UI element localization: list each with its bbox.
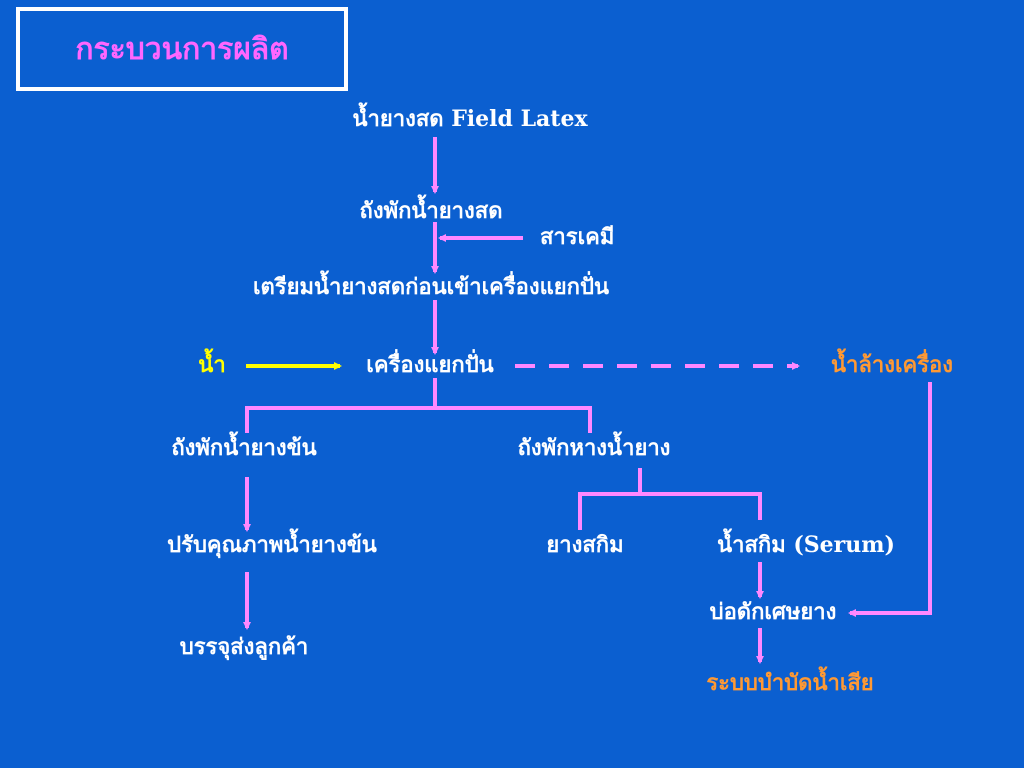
node-chemicals: สารเคมี <box>540 224 615 250</box>
node-quality-adjust: ปรับคุณภาพน้ำยางข้น <box>167 532 377 558</box>
page-title: กระบวนการผลิต <box>75 31 289 67</box>
node-centrifuge: เครื่องแยกปั่น <box>366 352 494 378</box>
branch-centrifuge <box>245 378 437 433</box>
branch-centrifuge-right <box>435 406 592 433</box>
node-skim-rubber: ยางสกิม <box>546 532 624 558</box>
node-skim-serum: น้ำสกิม (Serum) <box>717 532 895 558</box>
node-prepare-latex: เตรียมน้ำยางสดก่อนเข้าเครื่องแยกปั่น <box>253 274 609 300</box>
arrow-wash-to-trap <box>848 382 932 617</box>
node-packing: บรรจุส่งลูกค้า <box>179 634 309 660</box>
node-wastewater-treatment: ระบบบำบัดน้ำเสีย <box>706 670 874 696</box>
node-skim-latex-tank: ถังพักหางน้ำยาง <box>517 435 671 461</box>
branch-skim-right <box>640 492 762 520</box>
node-rubber-trap: บ่อดักเศษยาง <box>709 599 837 625</box>
node-machine-wash-water: น้ำล้างเครื่อง <box>831 352 953 378</box>
node-fresh-latex-tank: ถังพักน้ำยางสด <box>359 198 503 224</box>
node-field-latex: น้ำยางสด Field Latex <box>352 106 588 132</box>
node-water: น้ำ <box>198 352 226 378</box>
node-concentrated-latex-tank: ถังพักน้ำยางข้น <box>171 435 317 461</box>
title-box: กระบวนการผลิต <box>16 7 348 91</box>
branch-skim <box>578 468 642 530</box>
